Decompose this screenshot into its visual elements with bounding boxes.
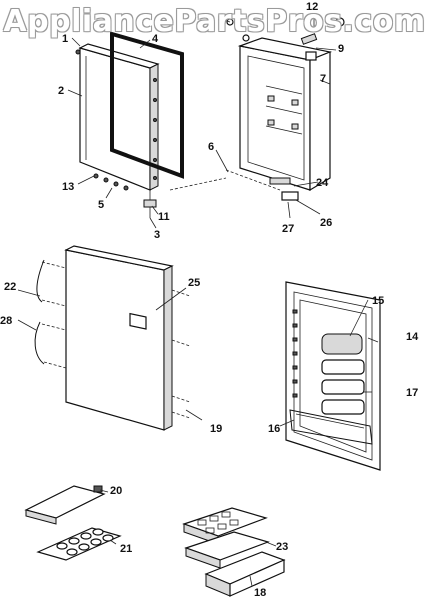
callout-7: 7 [320,73,326,85]
cabinet-frame-assembly [169,14,345,201]
callout-28: 28 [0,315,12,327]
callout-24: 24 [316,177,329,189]
callout-2: 2 [58,85,64,97]
leader-lines [17,19,379,587]
callout-17: 17 [406,387,418,399]
callout-16: 16 [268,423,280,435]
callout-4: 4 [152,33,159,45]
callout-3: 3 [154,229,160,241]
callout-12: 12 [306,1,318,13]
callout-9: 9 [338,43,344,55]
callout-13: 13 [62,181,74,193]
callout-20: 20 [110,485,122,497]
callout-15: 15 [372,295,384,307]
callout-23: 23 [276,541,288,553]
callout-labels: 1 2 3 4 5 6 7 8 9 11 12 13 14 15 16 17 1… [0,1,419,599]
refrigerator-door-assembly [34,245,191,431]
callout-26: 26 [320,217,332,229]
callout-27: 27 [282,223,294,235]
door-liner-assembly [285,281,381,471]
callout-11: 11 [158,211,170,223]
callout-6: 6 [208,141,214,153]
callout-5: 5 [98,199,104,211]
callout-1: 1 [62,33,68,45]
callout-8: 8 [218,13,224,25]
callout-14: 14 [406,331,419,343]
egg-tray-assembly [24,485,122,561]
ice-tray-assembly [182,507,286,597]
callout-18: 18 [254,587,266,599]
callout-19: 19 [210,423,222,435]
watermark-text: AppliancePartsPros.com [3,4,426,39]
callout-21: 21 [120,543,132,555]
callout-25: 25 [188,277,200,289]
freezer-door-assembly [75,31,184,218]
callout-22: 22 [4,281,16,293]
